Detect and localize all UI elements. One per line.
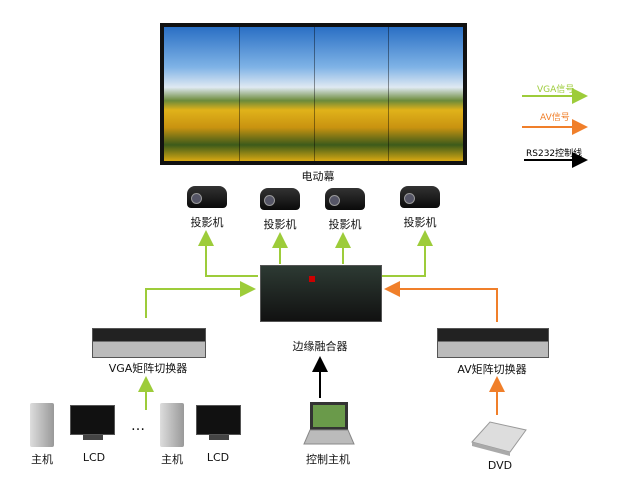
- projector-3: [325, 188, 365, 210]
- dvd-player: [471, 421, 527, 456]
- lcd-monitor-2: [196, 405, 241, 441]
- vga-line-switch-to-blender: [145, 281, 256, 318]
- control-laptop: [303, 402, 355, 445]
- blender-label: 边缘融合器: [292, 340, 348, 353]
- lcd-label: LCD: [206, 451, 230, 464]
- vga-line-projector-4: [382, 230, 433, 277]
- edge-blender-device: [260, 265, 382, 322]
- control-host-label: 控制主机: [306, 453, 350, 466]
- legend-vga-label: VGA信号: [537, 85, 575, 95]
- legend-rs232-label: RS232控制线: [526, 149, 583, 159]
- legend-av-label: AV信号: [540, 113, 570, 123]
- host-tower-2: [160, 403, 184, 447]
- projector-2: [260, 188, 300, 210]
- ellipsis: …: [131, 418, 145, 434]
- host-label: 主机: [31, 453, 53, 466]
- av-switch-label: AV矩阵切换器: [457, 363, 527, 376]
- projector-4: [400, 186, 440, 208]
- projector-1: [187, 186, 227, 208]
- av-line-switch-to-blender: [384, 281, 498, 322]
- vga-matrix-switcher: [92, 328, 206, 358]
- projector-label: 投影机: [328, 218, 362, 231]
- lcd-monitor-1: [70, 405, 115, 441]
- host-tower-1: [30, 403, 54, 447]
- vga-switch-label: VGA矩阵切换器: [108, 362, 188, 375]
- vga-line-projector-1: [198, 230, 258, 277]
- host-label: 主机: [161, 453, 183, 466]
- projector-label: 投影机: [263, 218, 297, 231]
- av-matrix-switcher: [437, 328, 549, 358]
- dvd-label: DVD: [487, 459, 513, 472]
- projector-label: 投影机: [190, 216, 224, 229]
- screen-label: 电动幕: [301, 170, 335, 183]
- video-wall-screen: [160, 23, 467, 165]
- lcd-label: LCD: [82, 451, 106, 464]
- projector-label: 投影机: [403, 216, 437, 229]
